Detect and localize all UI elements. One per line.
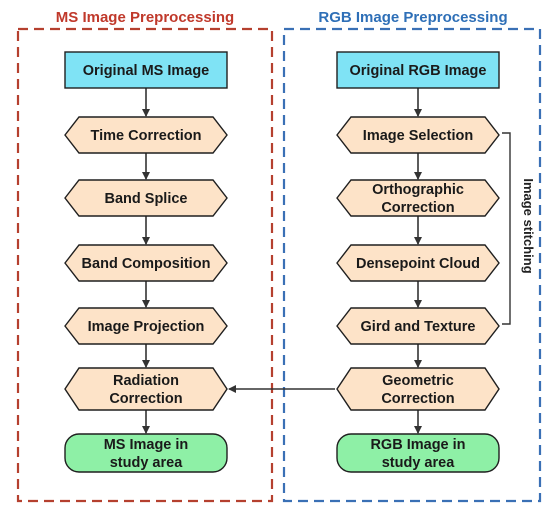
ms-node-band-composition: Band Composition	[64, 244, 228, 282]
ms-node-time-correction: Time Correction	[64, 116, 228, 154]
ms-node-band-splice: Band Splice	[64, 179, 228, 217]
rgb-node-densepoint-cloud-label: Densepoint Cloud	[356, 256, 480, 272]
ms-node-band-splice-label: Band Splice	[105, 191, 188, 207]
rgb-node-image-selection: Image Selection	[336, 116, 500, 154]
rgb-node-densepoint-cloud-hexagon	[336, 244, 500, 282]
ms-panel-title: MS Image Preprocessing	[56, 9, 234, 26]
ms-node-ms-image-in-study-area-box	[64, 433, 228, 473]
ms-node-original-ms-image-box	[64, 51, 228, 89]
ms-node-radiation-correction-label-line-2: Correction	[109, 391, 182, 407]
stitching-bracket	[502, 132, 511, 325]
rgb-node-original-rgb-image: Original RGB Image	[336, 51, 500, 89]
rgb-node-orthographic-correction-label-line-2: Correction	[381, 200, 454, 216]
rgb-node-gird-and-texture-hexagon	[336, 307, 500, 345]
rgb-node-geometric-correction-hexagon	[336, 367, 500, 411]
rgb-node-gird-and-texture: Gird and Texture	[336, 307, 500, 345]
ms-node-ms-image-in-study-area-label-line-1: MS Image in	[104, 437, 189, 453]
ms-node-radiation-correction-label-line-1: Radiation	[113, 373, 179, 389]
rgb-node-geometric-correction-label-line-2: Correction	[381, 391, 454, 407]
rgb-node-geometric-correction-label-line-1: Geometric	[382, 373, 454, 389]
ms-node-image-projection-hexagon	[64, 307, 228, 345]
ms-node-time-correction-label: Time Correction	[91, 128, 202, 144]
ms-panel-frame	[16, 27, 274, 503]
ms-node-radiation-correction-hexagon	[64, 367, 228, 411]
rgb-node-rgb-image-in-study-area: RGB Image in study area	[336, 433, 500, 473]
ms-node-original-ms-image-label: Original MS Image	[83, 63, 210, 79]
rgb-node-rgb-image-in-study-area-label-line-2: study area	[382, 455, 455, 471]
rgb-node-densepoint-cloud: Densepoint Cloud	[336, 244, 500, 282]
ms-node-band-splice-hexagon	[64, 179, 228, 217]
ms-node-ms-image-in-study-area: MS Image in study area	[64, 433, 228, 473]
ms-node-ms-image-in-study-area-label-line-2: study area	[110, 455, 183, 471]
rgb-node-image-selection-label: Image Selection	[363, 128, 473, 144]
ms-node-image-projection: Image Projection	[64, 307, 228, 345]
stitching-label: Image stitching	[521, 178, 536, 273]
rgb-panel: RGB Image Preprocessing	[282, 9, 542, 503]
rgb-node-gird-and-texture-label: Gird and Texture	[361, 319, 476, 335]
rgb-node-rgb-image-in-study-area-box	[336, 433, 500, 473]
rgb-node-orthographic-correction-hexagon	[336, 179, 500, 217]
ms-node-band-composition-label: Band Composition	[82, 256, 211, 272]
ms-node-original-ms-image: Original MS Image	[64, 51, 228, 89]
rgb-panel-frame	[282, 27, 542, 503]
rgb-node-rgb-image-in-study-area-label-line-1: RGB Image in	[370, 437, 465, 453]
ms-node-time-correction-hexagon	[64, 116, 228, 154]
rgb-panel-title: RGB Image Preprocessing	[318, 9, 507, 26]
ms-node-image-projection-label: Image Projection	[88, 319, 205, 335]
ms-panel: MS Image Preprocessing	[16, 9, 274, 503]
rgb-node-orthographic-correction-label-line-1: Orthographic	[372, 182, 464, 198]
rgb-node-image-selection-hexagon	[336, 116, 500, 154]
ms-node-band-composition-hexagon	[64, 244, 228, 282]
rgb-node-original-rgb-image-label: Original RGB Image	[350, 63, 487, 79]
rgb-node-original-rgb-image-box	[336, 51, 500, 89]
